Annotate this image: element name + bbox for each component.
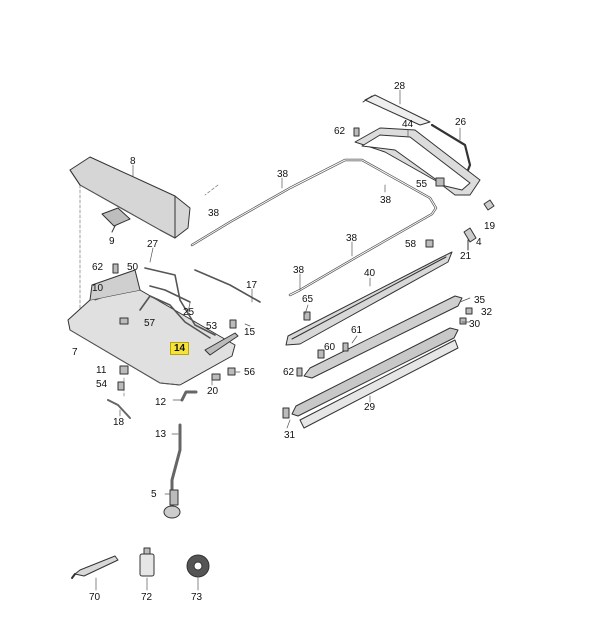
callout-40: 40 xyxy=(364,268,376,279)
callout-53: 53 xyxy=(206,321,218,332)
callout-17: 17 xyxy=(246,280,258,291)
callout-70: 70 xyxy=(89,592,101,603)
callout-28: 28 xyxy=(394,81,406,92)
callout-38: 38 xyxy=(277,169,289,180)
callout-14-highlighted[interactable]: 14 xyxy=(169,342,190,355)
callout-61: 61 xyxy=(351,325,363,336)
callout-7: 7 xyxy=(72,347,78,358)
callout-12: 12 xyxy=(155,397,167,408)
callout-15: 15 xyxy=(244,327,256,338)
callout-54: 54 xyxy=(96,379,108,390)
callout-57: 57 xyxy=(144,318,156,329)
callout-72: 72 xyxy=(141,592,153,603)
part-18-hose xyxy=(107,399,131,419)
callout-10: 10 xyxy=(92,283,104,294)
callout-35: 35 xyxy=(474,295,486,306)
part-40-rail xyxy=(285,251,453,346)
callout-30: 30 xyxy=(469,319,481,330)
parts-19-4-21-clips xyxy=(463,199,495,251)
callout-56: 56 xyxy=(244,367,256,378)
part-10-14-panel xyxy=(67,269,239,386)
callout-38: 38 xyxy=(208,208,220,219)
cables xyxy=(139,267,261,339)
leader-lines xyxy=(95,89,471,591)
callout-50: 50 xyxy=(127,262,139,273)
callout-18: 18 xyxy=(113,417,125,428)
callout-13: 13 xyxy=(155,429,167,440)
callout-8: 8 xyxy=(130,156,136,167)
callout-58: 58 xyxy=(405,239,417,250)
callout-32: 32 xyxy=(481,307,493,318)
callout-25: 25 xyxy=(183,307,195,318)
callout-38: 38 xyxy=(293,265,305,276)
callout-62: 62 xyxy=(283,367,295,378)
callout-65: 65 xyxy=(302,294,314,305)
part-9-plate xyxy=(101,207,131,233)
part-44-frame xyxy=(354,94,481,196)
callout-21: 21 xyxy=(460,251,472,262)
callout-73: 73 xyxy=(191,592,203,603)
callout-29: 29 xyxy=(364,402,376,413)
callout-31: 31 xyxy=(284,430,296,441)
callout-9: 9 xyxy=(109,236,115,247)
callout-38: 38 xyxy=(380,195,392,206)
callout-5: 5 xyxy=(151,489,157,500)
callout-55: 55 xyxy=(416,179,428,190)
callout-62: 62 xyxy=(92,262,104,273)
callout-27: 27 xyxy=(147,239,159,250)
part-70-grease-tube xyxy=(71,555,119,579)
part-38-cable-frame xyxy=(190,158,438,297)
part-73-tape-roll xyxy=(186,554,210,578)
callout-4: 4 xyxy=(476,237,482,248)
part-8-deflector xyxy=(69,156,191,239)
callout-62: 62 xyxy=(334,126,346,137)
callout-60: 60 xyxy=(324,342,336,353)
callout-26: 26 xyxy=(455,117,467,128)
callout-19: 19 xyxy=(484,221,496,232)
callout-11: 11 xyxy=(96,365,107,376)
part-35-30-side-rails xyxy=(291,295,463,429)
callout-44: 44 xyxy=(402,119,414,130)
part-13-pipe xyxy=(163,390,198,519)
fasteners xyxy=(112,127,473,419)
callout-20: 20 xyxy=(207,386,219,397)
part-72-spray-can xyxy=(139,547,155,577)
callout-38: 38 xyxy=(346,233,358,244)
